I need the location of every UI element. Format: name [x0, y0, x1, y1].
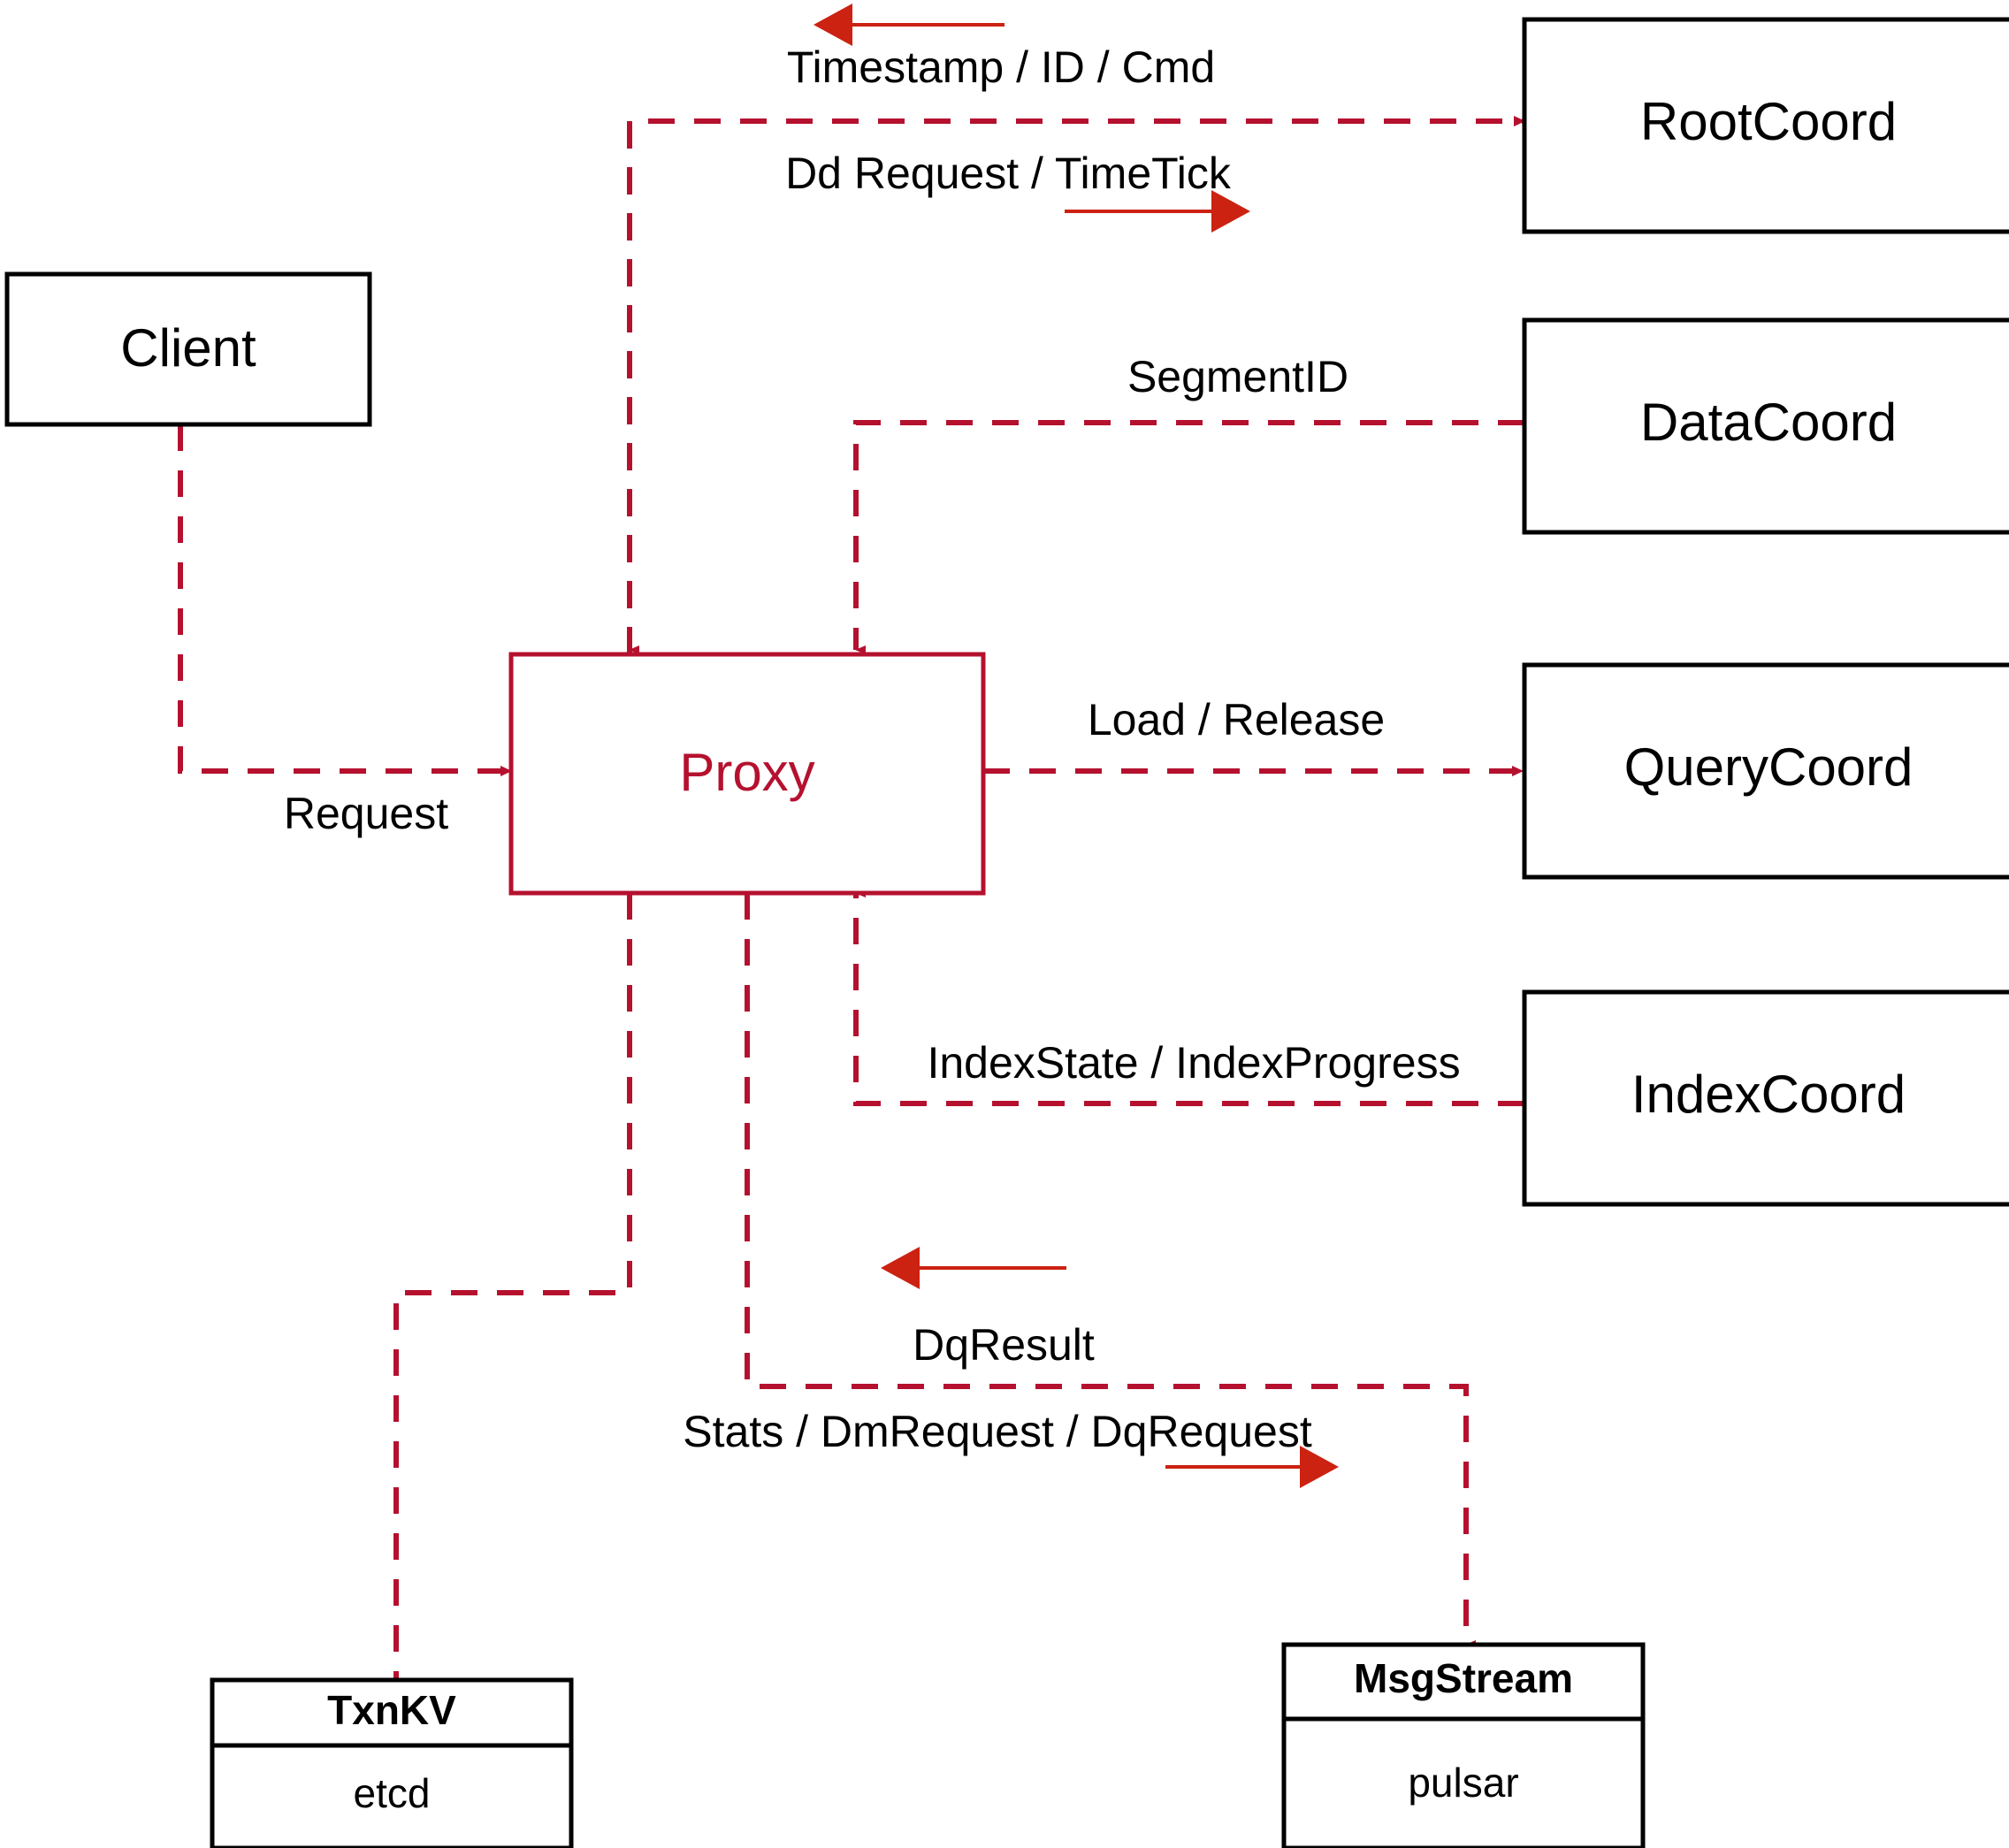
edge-request: [178, 424, 512, 776]
edge-label-load-release: Load / Release: [1088, 695, 1385, 745]
node-root-coord[interactable]: RootCoord: [1522, 17, 2009, 234]
edge-label-segment-id: SegmentID: [1127, 352, 1348, 401]
node-msgstream[interactable]: MsgStream pulsar: [1281, 1642, 1646, 1848]
edge-label-request: Request: [284, 789, 448, 838]
index-coord-label: IndexCoord: [1631, 1065, 1906, 1124]
arrow-timestamp-id-cmd: [814, 4, 1004, 46]
arrow-stats-dm-dq-request: [1165, 1446, 1339, 1488]
txnkv-title: TxnKV: [327, 1687, 456, 1733]
query-coord-label: QueryCoord: [1624, 737, 1914, 797]
proxy-label: Proxy: [679, 743, 814, 802]
msgstream-impl: pulsar: [1408, 1760, 1518, 1806]
txnkv-impl: etcd: [354, 1770, 431, 1816]
edge-proxy-txnkv: [393, 893, 632, 1680]
node-client[interactable]: Client: [4, 271, 372, 427]
node-data-coord[interactable]: DataCoord: [1522, 317, 2009, 535]
root-coord-label: RootCoord: [1640, 92, 1897, 151]
edge-index-state-progress: [853, 889, 1524, 1106]
node-query-coord[interactable]: QueryCoord: [1522, 662, 2009, 880]
edge-label-dq-result: DqResult: [913, 1320, 1095, 1370]
edge-dd-request-timetick: [627, 116, 1525, 654]
edge-segment-id: [853, 420, 1524, 654]
arrow-dd-request-timetick: [1065, 190, 1250, 233]
edge-stats-dm-dq-request: [745, 893, 1476, 1649]
edge-label-stats-dm-dq-request: Stats / DmRequest / DqRequest: [683, 1407, 1312, 1456]
msgstream-title: MsgStream: [1354, 1655, 1573, 1701]
arrow-dq-result: [881, 1247, 1066, 1289]
node-proxy[interactable]: Proxy: [508, 652, 986, 896]
node-txnkv[interactable]: TxnKV etcd: [210, 1677, 574, 1848]
edge-label-dd-request-timetick: Dd Request / TimeTick: [785, 149, 1232, 198]
edge-label-timestamp-id-cmd: Timestamp / ID / Cmd: [787, 42, 1215, 92]
client-label: Client: [120, 318, 256, 378]
edge-label-index-state-progress: IndexState / IndexProgress: [927, 1038, 1460, 1088]
data-coord-label: DataCoord: [1640, 393, 1897, 452]
node-index-coord[interactable]: IndexCoord: [1522, 989, 2009, 1207]
